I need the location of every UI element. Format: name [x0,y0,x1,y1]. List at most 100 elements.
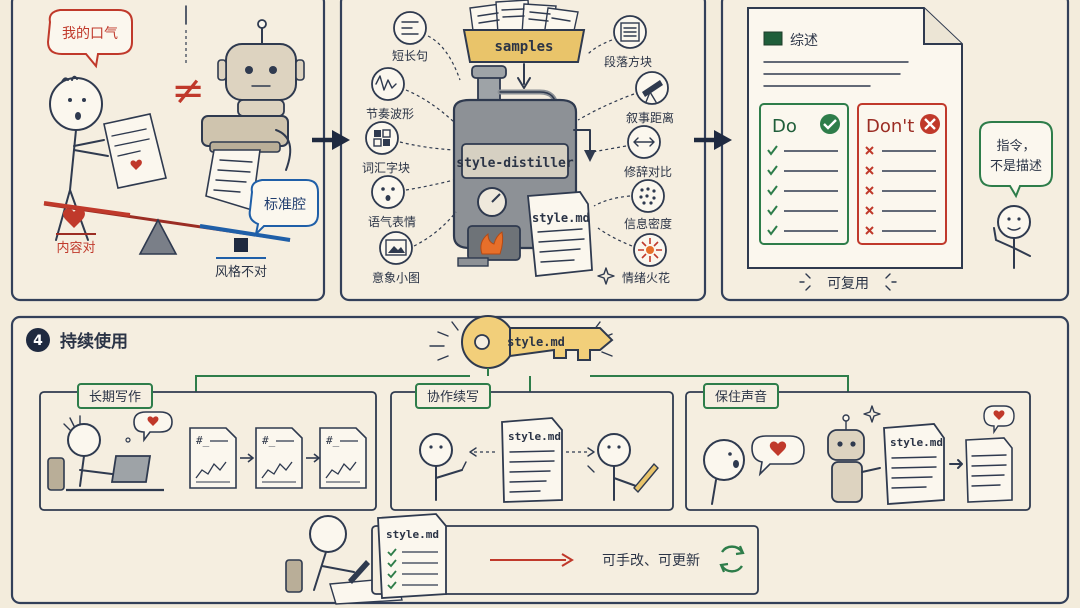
keep-voice-person [703,435,805,505]
style-distiller-label: style-distiller [456,156,574,171]
reusable-label: 可复用 [827,275,869,292]
section-number: 4 [33,333,43,349]
heart-icon [63,208,85,228]
samples-label: samples [494,39,553,55]
version-doc: #_ [255,427,303,489]
versioned-docs: #_ #_ #_ [189,427,367,489]
feature-right-2: 叙事距离 [626,110,674,125]
instruction-speech: 指令， 不是描述 [979,121,1053,199]
image-picture-icon [379,231,413,265]
person-with-letter [49,75,109,241]
dont-list [865,146,936,235]
style-md-output-label: style.md [532,211,590,225]
bottom-check-list [387,548,438,590]
style-md-output: style.md [527,191,615,285]
branch-tab-1: 长期写作 [77,383,153,409]
pointing-person [993,205,1031,269]
bottom-style-doc: style.md [377,513,447,599]
keep-voice-file-label: style.md [890,436,943,449]
person-at-laptop [47,411,173,492]
dont-item [865,166,936,175]
heart-icon [147,416,159,426]
reusable-label-group: 可复用 [799,273,897,292]
version-doc: #_ [319,427,367,489]
heart-icon [993,410,1005,420]
feature-right-4: 信息密度 [624,216,672,231]
branch-label-3: 保住声音 [715,389,767,405]
keep-voice-robot [827,405,881,503]
pencil-icon [633,462,659,494]
dont-item [865,206,936,215]
bottom-check-item [387,559,438,568]
style-wrong-label: 风格不对 [215,264,267,280]
branch-connectors [195,368,849,392]
dont-label: Don't [866,116,914,137]
update-arrow [490,553,574,567]
do-item [767,165,838,176]
bottom-caption: 可手改、可更新 [602,553,700,569]
vocabulary-blocks-icon [365,121,399,155]
telescope-icon [635,71,669,105]
speech-my-voice-text: 我的口气 [62,26,118,42]
section-title: 持续使用 [60,331,128,352]
document-icon [763,31,783,46]
dont-item [865,226,936,235]
flame-icon [480,231,504,255]
square-weight-icon [234,238,248,252]
feature-left-3: 词汇字块 [362,160,410,175]
speech-bubble-standard-voice: 标准腔 [248,179,319,238]
check-circle-icon [820,114,840,134]
speech-line-1: 指令， [996,139,1035,154]
feature-left-2: 节奏波形 [366,107,414,121]
feature-left-4: 语气表情 [368,214,416,229]
style-md-key: style.md [429,315,614,369]
density-dots-icon [631,179,665,213]
balance-scale: 内容对 风格不对 [43,201,291,280]
rhythm-wave-icon [371,67,405,101]
feature-right-3: 修辞对比 [624,164,672,179]
version-doc: #_ [189,427,237,489]
do-item [767,185,838,196]
bottom-check-item [387,570,438,579]
not-equal-sign: ≠ [171,68,205,114]
bottom-file-label: style.md [386,528,439,541]
dont-item [865,186,936,195]
letter-paper [103,113,167,189]
emotion-spark-icon [633,233,667,267]
version-doc-heading: #_ [326,434,340,447]
do-label: Do [772,116,797,137]
bottom-check-item [387,548,438,557]
flow-arrow-2 [694,130,732,150]
refresh-icon [719,545,745,573]
speech-standard-voice-text: 标准腔 [264,197,306,213]
branch-label-2: 协作续写 [427,390,479,405]
feature-icons-right: 段落方块 叙事距离 修辞对比 信息密度 情绪火花 [577,15,674,285]
collab-file-label: style.md [508,430,561,443]
flow-arrow-1 [312,130,350,150]
do-card: Do [759,103,849,245]
dont-card: Don't [857,103,947,245]
feature-left-1: 短长句 [392,49,428,63]
branch-tab-2: 协作续写 [415,383,491,409]
branch-tab-3: 保住声音 [703,383,779,409]
key-file-label: style.md [507,335,565,349]
feature-right-1: 段落方块 [604,54,652,69]
short-long-sentence-icon [393,11,427,45]
content-ok-label: 内容对 [56,240,95,256]
speech-bubble-my-voice: 我的口气 [46,9,133,69]
paragraph-blocks-icon [613,15,647,49]
branch-label-1: 长期写作 [89,390,141,405]
feature-left-5: 意象小图 [372,270,420,285]
heart-icon [769,441,787,456]
speech-line-2: 不是描述 [990,159,1042,174]
collab-person-left [419,433,467,501]
version-doc-heading: #_ [196,434,210,447]
bottom-check-item [387,581,438,590]
collab-person-right [587,433,659,501]
collab-document: style.md [469,417,595,503]
pen-icon [348,560,370,584]
robot-printer [201,19,305,212]
feature-right-5: 情绪火花 [622,270,670,285]
